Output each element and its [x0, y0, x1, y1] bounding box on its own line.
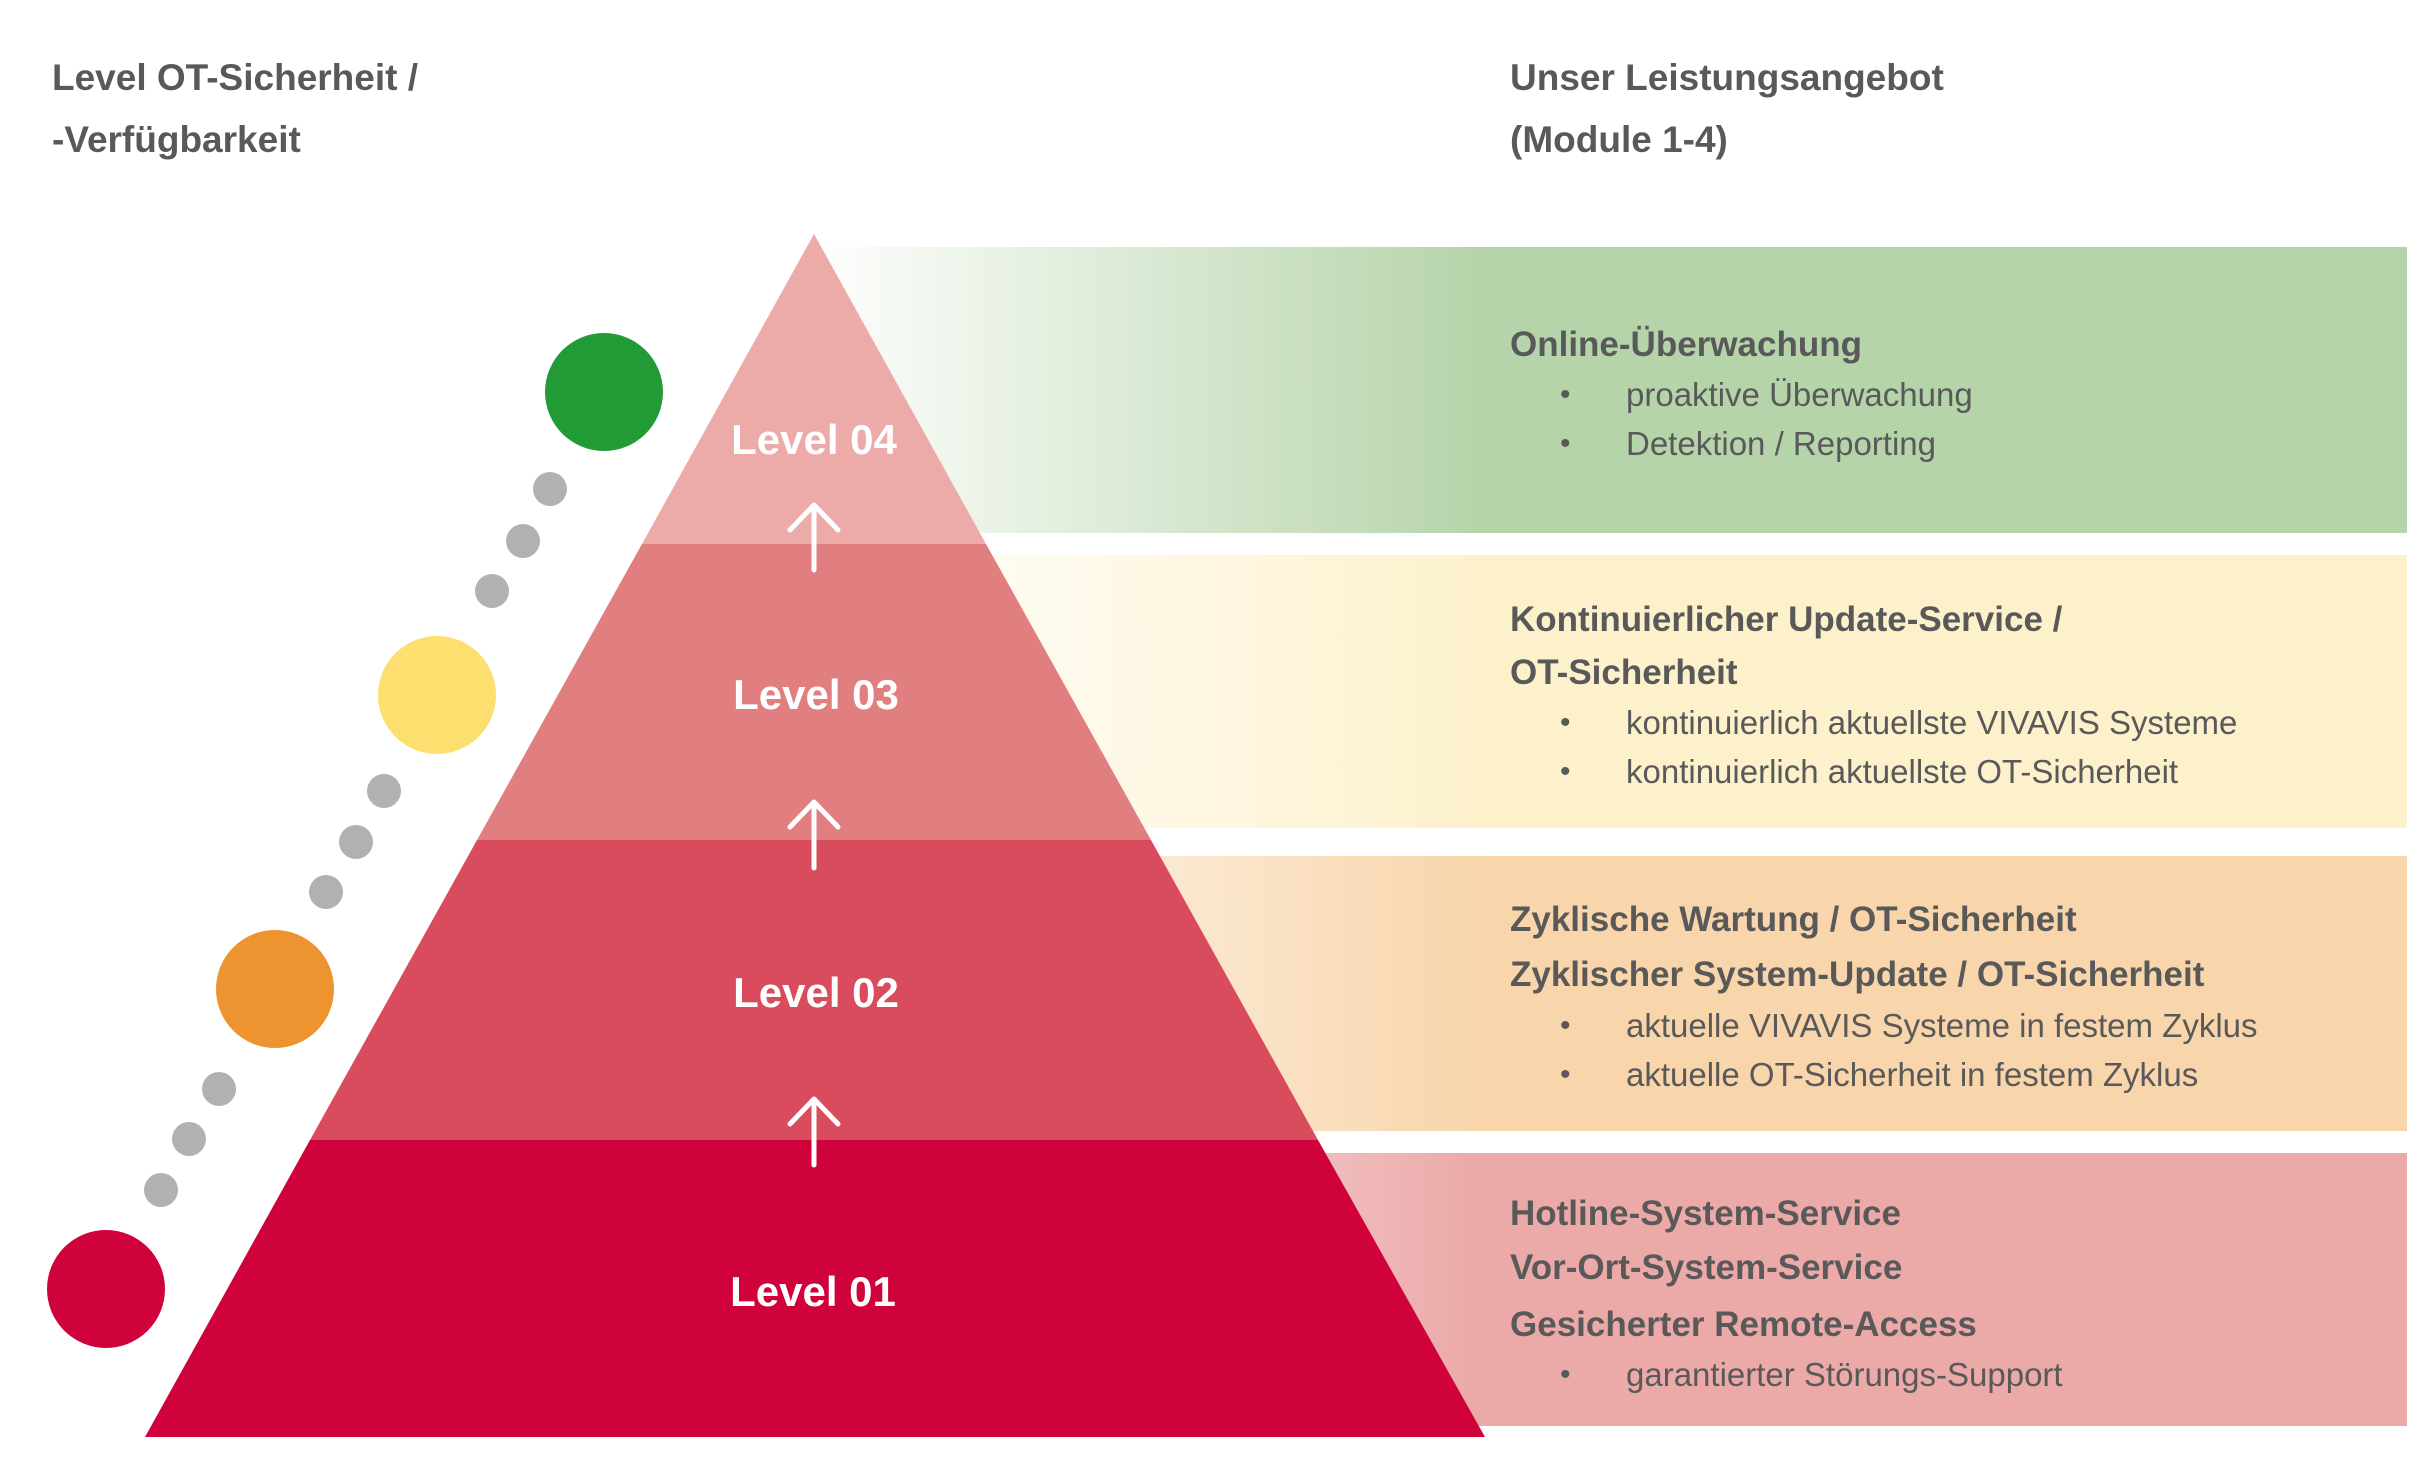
module-heading: OT-Sicherheit — [1510, 653, 1738, 692]
arrow-up-icon — [787, 799, 841, 871]
module-bullet: kontinuierlich aktuellste VIVAVIS System… — [1560, 698, 2237, 748]
level-label: Level 04 — [731, 416, 897, 463]
indicator-circle-orange — [216, 930, 334, 1048]
progress-dot — [339, 825, 373, 859]
module-heading: Hotline-System-Service — [1510, 1194, 1901, 1233]
indicator-circle-yellow — [378, 636, 496, 754]
right-title-line2: (Module 1-4) — [1510, 119, 1728, 160]
module-heading: Vor-Ort-System-Service — [1510, 1248, 1903, 1287]
arrow-up-icon — [787, 502, 841, 573]
progress-dot — [172, 1122, 206, 1156]
module-band-4 — [800, 247, 2407, 533]
module-heading: Zyklische Wartung / OT-Sicherheit — [1510, 900, 2077, 939]
module-heading: Online-Überwachung — [1510, 325, 1862, 364]
indicator-circle-green — [545, 333, 663, 451]
pyramid-level-01 — [145, 1140, 1485, 1437]
module-bullet: aktuelle VIVAVIS Systeme in festem Zyklu… — [1560, 1001, 2257, 1051]
progress-dot — [309, 875, 343, 909]
progress-dot — [506, 524, 540, 558]
progress-dot — [202, 1072, 236, 1106]
module-bullet: kontinuierlich aktuellste OT-Sicherheit — [1560, 747, 2178, 797]
module-heading: Kontinuierlicher Update-Service / — [1510, 600, 2063, 639]
arrow-up-icon — [787, 1096, 841, 1168]
level-label: Level 01 — [730, 1268, 896, 1315]
module-heading: Zyklischer System-Update / OT-Sicherheit — [1510, 955, 2205, 994]
level-label: Level 02 — [733, 969, 899, 1016]
level-label: Level 03 — [733, 671, 899, 718]
right-title-line1: Unser Leistungsangebot — [1510, 57, 1944, 98]
left-title-line2: -Verfügbarkeit — [52, 119, 301, 160]
pyramid-level-02 — [310, 840, 1318, 1140]
progress-dot — [144, 1173, 178, 1207]
module-bullet: proaktive Überwachung — [1560, 370, 1973, 420]
module-heading: Gesicherter Remote-Access — [1510, 1305, 1977, 1344]
pyramid-level-04 — [642, 234, 986, 544]
progress-dot — [475, 574, 509, 608]
module-bullet: garantierter Störungs-Support — [1560, 1350, 2063, 1400]
module-bullet: Detektion / Reporting — [1560, 419, 1936, 469]
progress-dot — [367, 774, 401, 808]
right-title: Unser Leistungsangebot (Module 1-4) — [1510, 47, 1944, 171]
pyramid-level-03 — [477, 544, 1151, 840]
left-title-line1: Level OT-Sicherheit / — [52, 57, 419, 98]
indicator-circle-red — [47, 1230, 165, 1348]
progress-dot — [533, 472, 567, 506]
left-title: Level OT-Sicherheit / -Verfügbarkeit — [52, 47, 418, 171]
module-bullet: aktuelle OT-Sicherheit in festem Zyklus — [1560, 1050, 2198, 1100]
